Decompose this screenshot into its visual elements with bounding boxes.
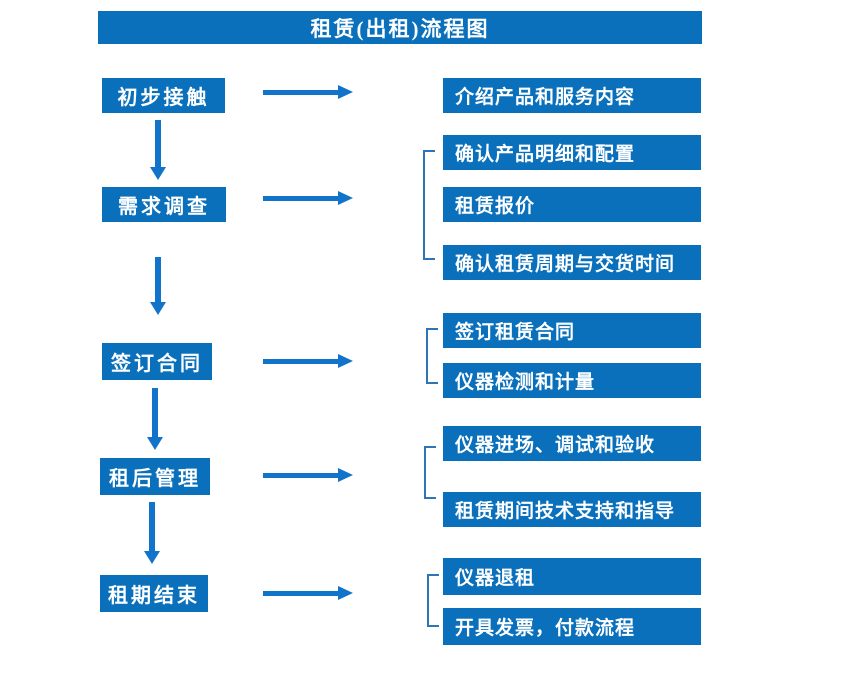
arrow-head <box>338 468 353 482</box>
arrow-head <box>150 167 166 180</box>
stage-box-rental-end: 租期结束 <box>100 575 208 612</box>
detail-box-invoice-payment: 开具发票，付款流程 <box>443 608 701 645</box>
stage-box-sign-contract: 签订合同 <box>102 343 212 380</box>
arrow-right-icon <box>263 354 353 369</box>
bracket-connector <box>426 328 438 384</box>
arrow-head <box>338 85 353 99</box>
arrow-shaft <box>263 473 340 478</box>
arrow-down-icon <box>150 257 166 315</box>
arrow-head <box>338 586 353 600</box>
arrow-head <box>147 437 163 450</box>
detail-box-introduce-products: 介绍产品和服务内容 <box>443 78 701 113</box>
detail-box-instrument-setup: 仪器进场、调试和验收 <box>443 426 701 461</box>
arrow-head <box>150 302 166 315</box>
arrow-shaft <box>263 359 340 364</box>
arrow-down-icon <box>150 120 166 180</box>
arrow-shaft <box>263 90 340 95</box>
detail-box-tech-support: 租赁期间技术支持和指导 <box>443 492 701 527</box>
detail-box-rental-quote: 租赁报价 <box>443 187 701 222</box>
page-title: 租赁(出租)流程图 <box>310 16 490 41</box>
arrow-shaft <box>152 388 158 438</box>
arrow-shaft <box>155 120 161 168</box>
arrow-right-icon <box>263 586 353 601</box>
arrow-right-icon <box>263 191 353 206</box>
title-bar: 租赁(出租)流程图 <box>98 11 702 44</box>
stage-box-post-rental-management: 租后管理 <box>100 458 210 495</box>
detail-box-instrument-return: 仪器退租 <box>443 558 701 595</box>
arrow-shaft <box>263 591 340 596</box>
bracket-connector <box>427 574 439 627</box>
arrow-shaft <box>263 196 340 201</box>
detail-box-confirm-product-details: 确认产品明细和配置 <box>443 135 701 170</box>
arrow-head <box>338 354 353 368</box>
arrow-shaft <box>149 502 155 552</box>
arrow-right-icon <box>263 468 353 483</box>
arrow-down-icon <box>147 388 163 450</box>
stage-box-demand-survey: 需求调查 <box>102 187 226 222</box>
detail-box-instrument-testing: 仪器检测和计量 <box>443 363 701 398</box>
arrow-head <box>338 191 353 205</box>
arrow-head <box>144 551 160 564</box>
bracket-connector <box>423 150 435 260</box>
detail-box-sign-rental-contract: 签订租赁合同 <box>443 313 701 348</box>
arrow-down-icon <box>144 502 160 564</box>
detail-box-confirm-rental-period: 确认租赁周期与交货时间 <box>443 245 701 280</box>
arrow-right-icon <box>263 85 353 100</box>
arrow-shaft <box>155 257 161 303</box>
bracket-connector <box>424 446 436 499</box>
stage-box-initial-contact: 初步接触 <box>102 78 225 113</box>
